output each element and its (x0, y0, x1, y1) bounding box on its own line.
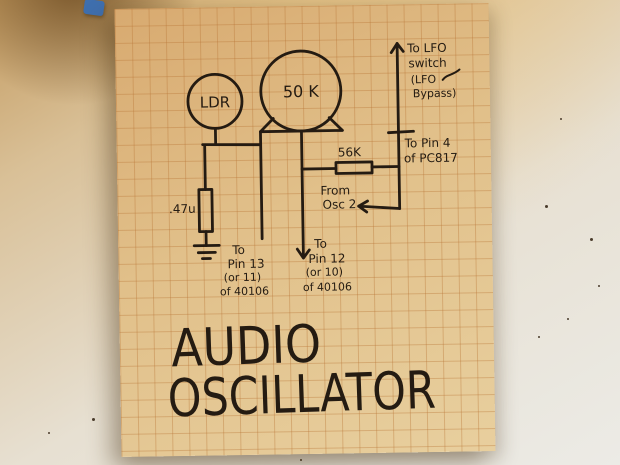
resistor-label: 56K (338, 145, 362, 159)
capacitor-body (197, 188, 214, 234)
lfo-bus-wire (395, 42, 402, 210)
desk-speck (538, 336, 540, 338)
ground-symbol (192, 243, 221, 261)
capacitor-wire-top (203, 144, 207, 191)
circuit-diagram: LDR 50 K .47u 56K (167, 41, 461, 430)
graph-paper: LDR 50 K .47u 56K (114, 3, 496, 457)
up-arrow (389, 42, 405, 55)
pin13-label-3: (or 11) (224, 271, 262, 285)
osc2-arrow (357, 199, 402, 214)
desk-speck (545, 205, 548, 208)
pin12-label-3: (or 10) (306, 265, 344, 279)
pc817-label-2: of PC817 (404, 151, 458, 166)
potentiometer-label: 50 K (283, 82, 320, 102)
title-line-1: AUDIO (170, 314, 322, 379)
desk-speck (48, 432, 50, 434)
osc2-label-2: Osc 2 (322, 197, 356, 212)
blue-clip (83, 0, 105, 17)
title-group: AUDIO OSCILLATOR (167, 314, 437, 430)
desk-speck (567, 318, 569, 320)
resistor-wire-left (300, 167, 338, 171)
capacitor-label: .47u (169, 202, 196, 216)
pin12-label-1: To (313, 237, 327, 251)
desk-speck (590, 238, 593, 241)
switch-symbol (441, 68, 461, 81)
pin13-label-4: of 40106 (220, 285, 269, 299)
pc817-tap-wire (387, 129, 415, 135)
desk-speck (92, 418, 95, 421)
pin13-label-1: To (231, 243, 245, 257)
osc2-label-1: From (320, 183, 350, 197)
pin13-wire (259, 130, 264, 241)
potentiometer-legs (259, 116, 344, 134)
title-line-2: OSCILLATOR (167, 361, 437, 430)
lfo-label-2: switch (408, 56, 447, 71)
desk-speck (560, 118, 562, 120)
lfo-label-1: To LFO (406, 41, 447, 56)
lfo-label-4: Bypass) (413, 87, 457, 101)
desk-speck (598, 285, 600, 287)
ldr-horizontal-wire (201, 143, 263, 147)
desk-speck (300, 459, 302, 461)
resistor-body (334, 160, 374, 175)
ldr-label: LDR (200, 93, 231, 111)
pin12-label-2: Pin 12 (308, 251, 345, 266)
lfo-label-3: (LFO (411, 73, 437, 86)
pin12-label-4: of 40106 (303, 280, 352, 294)
pin13-label-2: Pin 13 (227, 257, 264, 272)
wiper-wire-arrow (295, 129, 311, 260)
pc817-label-1: To Pin 4 (404, 136, 451, 151)
